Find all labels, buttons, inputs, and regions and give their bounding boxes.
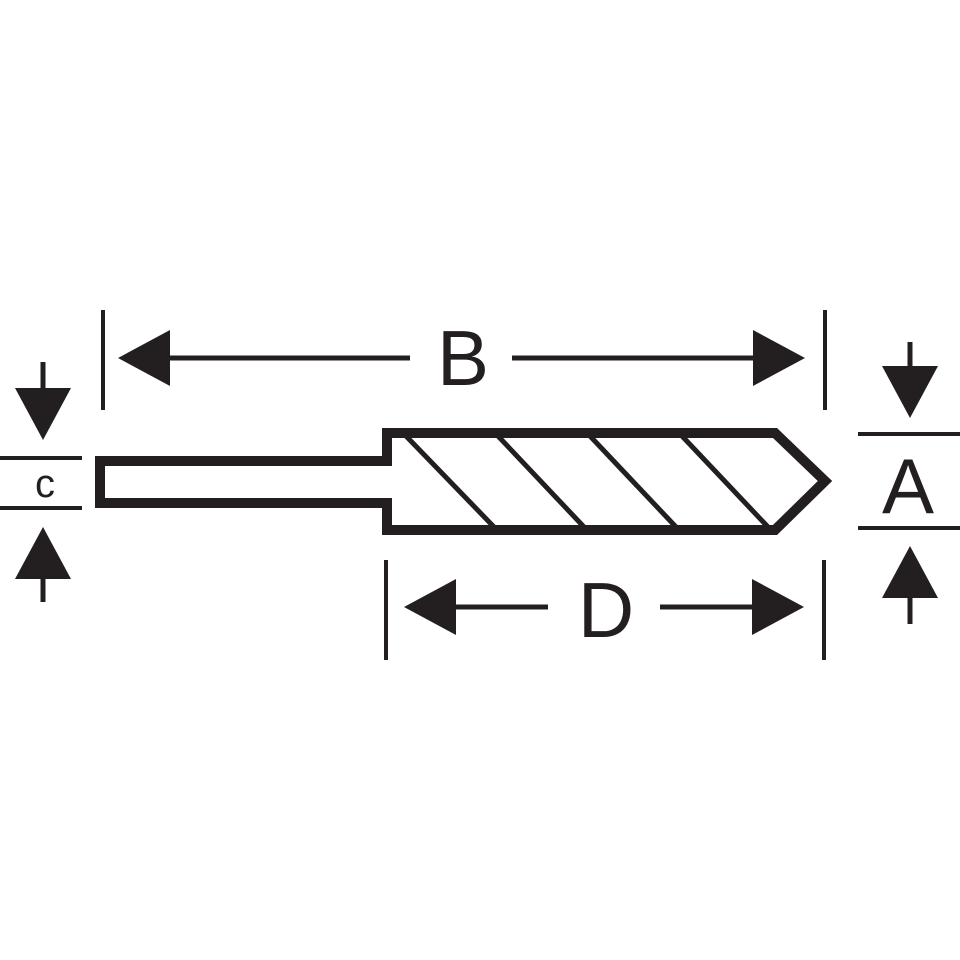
label-d: D (578, 566, 634, 654)
arrowhead-top (15, 388, 71, 440)
drill-flutes (404, 434, 770, 529)
dimension-a (858, 342, 960, 624)
label-a: A (882, 442, 934, 530)
flute-line (680, 434, 770, 529)
arrowhead-bottom (882, 546, 938, 598)
dimension-c (0, 362, 82, 602)
arrowhead-bottom (15, 527, 71, 579)
flute-line (588, 434, 678, 529)
label-c: c (35, 462, 55, 506)
dimension-b (101, 310, 827, 410)
flute-line (404, 434, 496, 529)
arrowhead-right (753, 330, 805, 386)
label-b: B (437, 314, 489, 402)
arrowhead-top (882, 366, 938, 418)
dimension-d (384, 560, 826, 660)
arrowhead-left (404, 579, 456, 635)
drill-bit-outline (95, 428, 833, 535)
arrowhead-right (752, 579, 804, 635)
flute-line (496, 434, 586, 529)
arrowhead-left (118, 330, 170, 386)
drill-bit (95, 428, 833, 535)
